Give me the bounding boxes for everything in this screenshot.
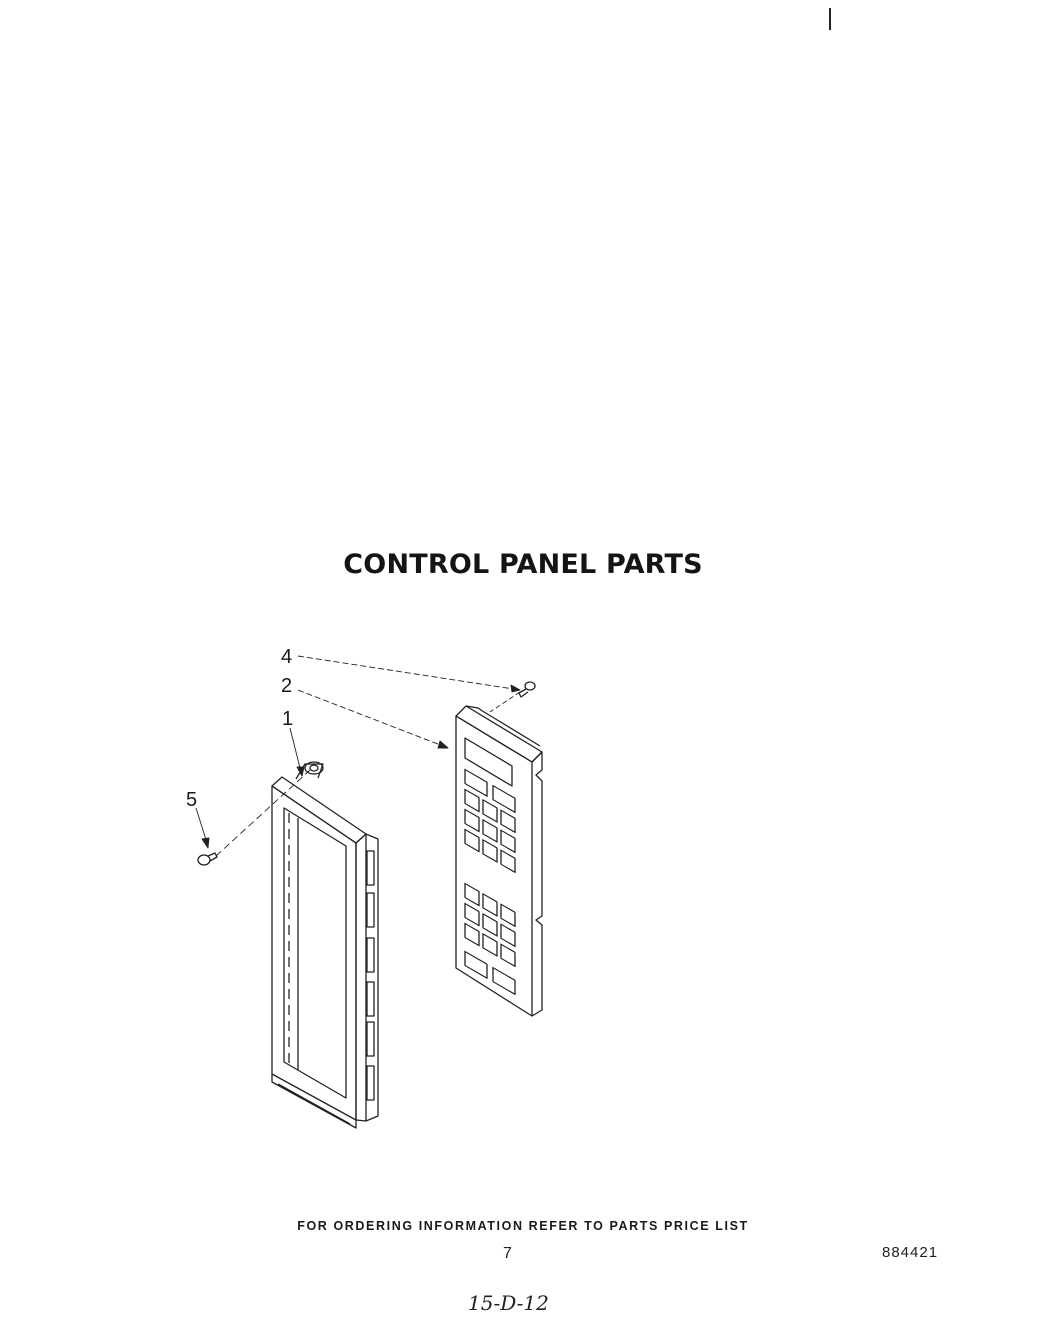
part-5-screw [197, 852, 218, 866]
corner-mark [829, 8, 831, 30]
page-number: 7 [503, 1245, 512, 1262]
handwritten-note: 15-D-12 [468, 1291, 549, 1315]
ordering-info-note: FOR ORDERING INFORMATION REFER TO PARTS … [297, 1219, 749, 1233]
page-title: CONTROL PANEL PARTS [343, 549, 703, 580]
part-1-frame [271, 761, 379, 1129]
callout-2: 2 [281, 675, 292, 697]
part-4-screw [518, 681, 536, 698]
leader-lines [195, 655, 521, 857]
callout-1: 1 [282, 708, 293, 730]
part-2-touchpad [455, 705, 543, 1017]
callout-5: 5 [186, 789, 197, 811]
callout-4: 4 [281, 646, 292, 668]
document-number: 884421 [882, 1244, 939, 1261]
